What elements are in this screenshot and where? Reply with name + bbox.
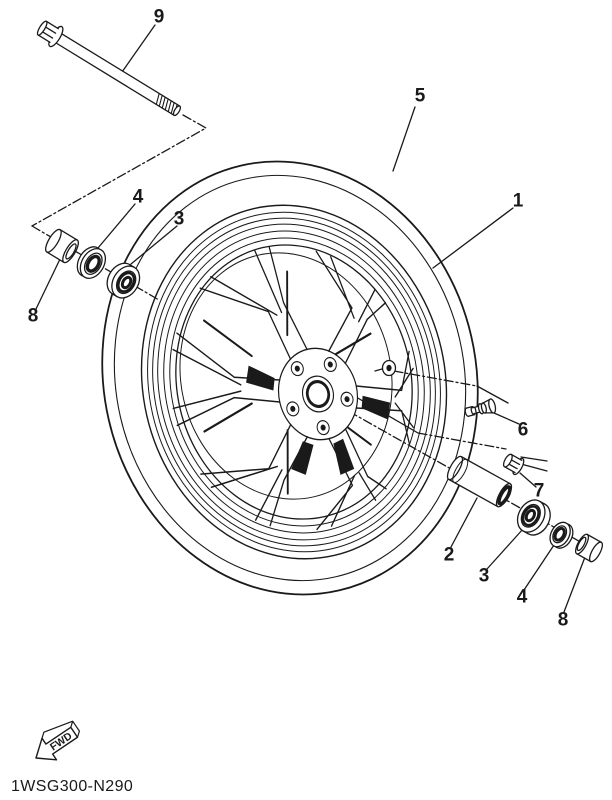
rim xyxy=(140,204,448,560)
callout-4: 4 xyxy=(517,587,528,608)
rim-bead-line xyxy=(140,204,448,560)
rim-line xyxy=(169,237,419,527)
nut-arrow-upper xyxy=(520,456,548,462)
leader-8-left xyxy=(35,256,62,310)
callout-3: 3 xyxy=(479,566,490,587)
leader-9 xyxy=(121,24,156,73)
hub-boss-hole xyxy=(320,424,326,431)
valve-centerline xyxy=(393,370,478,387)
disc-bolt-pointer xyxy=(374,368,383,372)
collar-right xyxy=(574,533,604,563)
tire-shoulder-line xyxy=(113,174,467,582)
valve-pointer xyxy=(476,385,509,404)
leader-3-left xyxy=(130,225,178,265)
nut-centerline xyxy=(417,432,507,450)
leader-3-right xyxy=(486,528,524,570)
leader-4-left xyxy=(97,203,136,249)
collar-left-bore xyxy=(65,243,77,260)
collar-right-sides xyxy=(576,533,602,563)
callout-7: 7 xyxy=(534,481,545,502)
valve-stem xyxy=(464,398,497,417)
bearing-left-inner-race xyxy=(116,271,136,293)
nut-hex-body xyxy=(503,453,523,474)
sleeve-sides xyxy=(448,455,511,508)
leader-1 xyxy=(432,207,514,269)
bearing-left xyxy=(106,262,141,299)
bolt-tip xyxy=(172,105,182,117)
rim-line xyxy=(147,211,441,553)
callout-8: 8 xyxy=(28,306,39,327)
part-code-label: 1WSG300-N290 xyxy=(11,778,133,795)
leader-2 xyxy=(450,497,478,548)
hub-bore-ring xyxy=(305,379,331,409)
oil-seal-right xyxy=(549,521,574,549)
fwd-arrow-3d-edge xyxy=(41,720,80,739)
disc-bolt-hole-center xyxy=(386,364,392,372)
callout-5: 5 xyxy=(415,86,426,107)
hub-boss-hole xyxy=(327,361,333,368)
axle-sleeve xyxy=(446,455,513,508)
collar-right-bore xyxy=(576,536,587,552)
bearing-left-bore xyxy=(120,275,133,290)
fwd-arrow-body xyxy=(35,726,79,761)
callout-6: 6 xyxy=(518,420,529,441)
hub-boss-hole xyxy=(344,396,350,403)
hub-boss-hole xyxy=(294,365,300,372)
bearing-left-race xyxy=(115,270,137,295)
nut-arrow-lower xyxy=(520,463,548,472)
tire-outer-edge xyxy=(101,160,479,596)
bolt-threads xyxy=(155,93,178,116)
sleeve-bore xyxy=(497,485,512,506)
leader-4-right xyxy=(523,541,557,591)
bolt-head-face xyxy=(36,20,48,36)
seal-right-lip xyxy=(553,526,566,542)
callout-4: 4 xyxy=(133,187,144,208)
rim-line xyxy=(163,230,425,534)
callout-3: 3 xyxy=(174,209,185,230)
far-rim-edge xyxy=(179,252,393,500)
seal-right-face xyxy=(549,521,571,548)
rim-line xyxy=(152,217,436,547)
leader-6 xyxy=(493,412,520,425)
leader-5 xyxy=(392,106,416,172)
nut-face xyxy=(502,453,513,468)
seal-left-ring xyxy=(83,252,103,276)
front-wheel xyxy=(101,160,479,596)
bearing-right-bore xyxy=(524,508,537,523)
callout-8: 8 xyxy=(558,610,569,631)
spokes xyxy=(172,246,414,531)
spoke-nut xyxy=(502,453,525,476)
bearing-right xyxy=(516,499,551,536)
disc-bolt-hole xyxy=(374,359,397,377)
collar-left-sides xyxy=(46,229,78,263)
leader-8-right xyxy=(563,556,586,613)
fwd-direction-arrow: FWD xyxy=(35,720,80,761)
rim-line xyxy=(157,223,431,541)
valve-base xyxy=(488,398,497,414)
hub-bolt-bosses xyxy=(286,356,354,436)
seal-left-lip xyxy=(85,254,101,273)
hub-boss-hole xyxy=(290,405,296,412)
seal-right-ring xyxy=(552,525,568,544)
oil-seal-left xyxy=(76,246,107,280)
leader-7 xyxy=(519,472,537,488)
axle-centerline-upper xyxy=(31,114,207,227)
callout-numbers: 9 4 3 8 5 1 6 7 2 3 4 8 xyxy=(28,7,569,631)
callout-1: 1 xyxy=(513,191,524,212)
callout-9: 9 xyxy=(154,7,165,28)
bolt-hex-head xyxy=(37,20,59,43)
collar-left xyxy=(45,228,79,264)
spoke-shadow-fills xyxy=(246,365,391,475)
callout-2: 2 xyxy=(444,545,455,566)
bearing-right-inner-race xyxy=(521,505,540,527)
bearing-right-race xyxy=(520,503,541,528)
wheel-face xyxy=(172,246,414,531)
axle-bolt xyxy=(36,20,182,117)
